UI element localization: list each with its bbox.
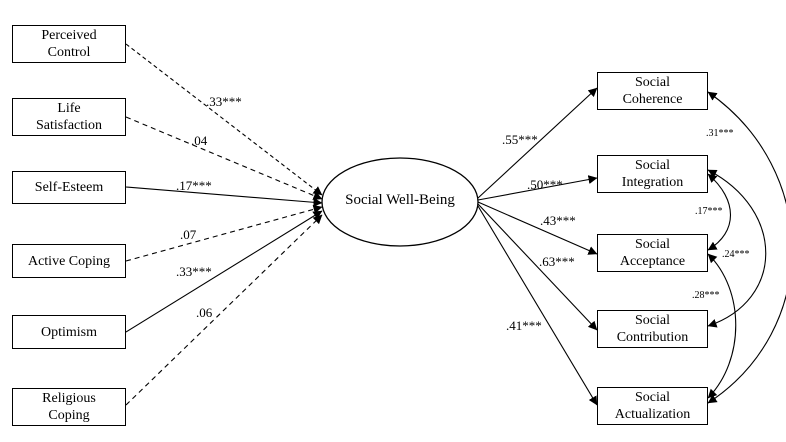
outcome-social-integration: Social Integration [597, 155, 708, 193]
coef-social-integration: .50*** [527, 177, 563, 192]
coef-self-esteem: .17*** [176, 178, 212, 193]
coef-life-satisfaction: .04 [191, 133, 208, 148]
path-social-acceptance [477, 201, 598, 255]
outcome-label-line2: Integration [621, 175, 684, 190]
predictor-life-satisfaction: Life Satisfaction [12, 98, 126, 136]
path-self-esteem [125, 186, 323, 207]
path-active-coping [125, 204, 323, 262]
covariance-integration-contribution [707, 169, 767, 328]
coef-cov-integration-contribution: .24*** [722, 249, 750, 260]
coef-cov-coherence-actualization: .31*** [706, 128, 734, 139]
predictor-optimism: Optimism [12, 315, 126, 349]
coef-perceived-control: .33*** [206, 94, 242, 109]
path-perceived-control [125, 43, 323, 196]
outcome-social-coherence: Social Coherence [597, 72, 708, 110]
outcome-label-line1: Social [635, 237, 670, 252]
coef-social-acceptance: .43*** [540, 213, 576, 228]
outcome-label-line2: Contribution [616, 330, 689, 345]
outcome-social-acceptance: Social Acceptance [597, 234, 708, 272]
outcome-label-line1: Social [635, 390, 670, 405]
coef-optimism: .33*** [176, 264, 212, 279]
path-social-integration [477, 175, 598, 201]
coef-active-coping: .07 [180, 227, 197, 242]
covariance-acceptance-actualization [707, 253, 737, 399]
outcome-label-line2: Acceptance [619, 254, 686, 269]
path-social-coherence [477, 87, 598, 199]
outcome-label-line2: Actualization [614, 407, 691, 422]
social-well-being-ellipse [321, 157, 479, 247]
predictor-label-line1: Religious [42, 391, 96, 406]
predictor-label-line2: Coping [48, 408, 90, 423]
path-social-actualization [477, 205, 598, 406]
coef-social-contribution: .63*** [539, 254, 575, 269]
predictor-label-line1: Perceived [41, 28, 97, 43]
predictor-label-line1: Self-Esteem [34, 180, 104, 195]
outcome-label-line1: Social [635, 75, 670, 90]
predictor-label-line1: Active Coping [27, 253, 111, 269]
path-life-satisfaction [125, 116, 323, 200]
coef-religious-coping: .06 [196, 305, 213, 320]
path-social-contribution [477, 203, 598, 331]
predictor-active-coping: Active Coping [12, 244, 126, 278]
outcome-social-actualization: Social Actualization [597, 387, 708, 425]
path-optimism [125, 210, 323, 333]
outcome-label-line1: Social [635, 313, 670, 328]
predictor-label-line2: Control [47, 45, 91, 60]
outcome-label-line2: Coherence [622, 92, 683, 107]
path-religious-coping [125, 214, 323, 406]
predictor-religious-coping: Religious Coping [12, 388, 126, 426]
predictor-self-esteem: Self-Esteem [12, 171, 126, 204]
coef-social-coherence: .55*** [502, 132, 538, 147]
outcome-label-line1: Social [635, 158, 670, 173]
predictor-label-line2: Satisfaction [35, 118, 103, 133]
predictor-perceived-control: Perceived Control [12, 25, 126, 63]
predictor-label-line1: Life [57, 101, 81, 116]
coef-social-actualization: .41*** [506, 318, 542, 333]
predictor-label-line1: Optimism [40, 324, 97, 340]
covariance-coherence-actualization [707, 91, 786, 404]
social-well-being-label: Social Well-Being [345, 192, 455, 208]
outcome-social-contribution: Social Contribution [597, 310, 708, 348]
coef-cov-integration-acceptance: .17*** [695, 206, 723, 217]
coef-cov-acceptance-actualization: .28*** [692, 290, 720, 301]
